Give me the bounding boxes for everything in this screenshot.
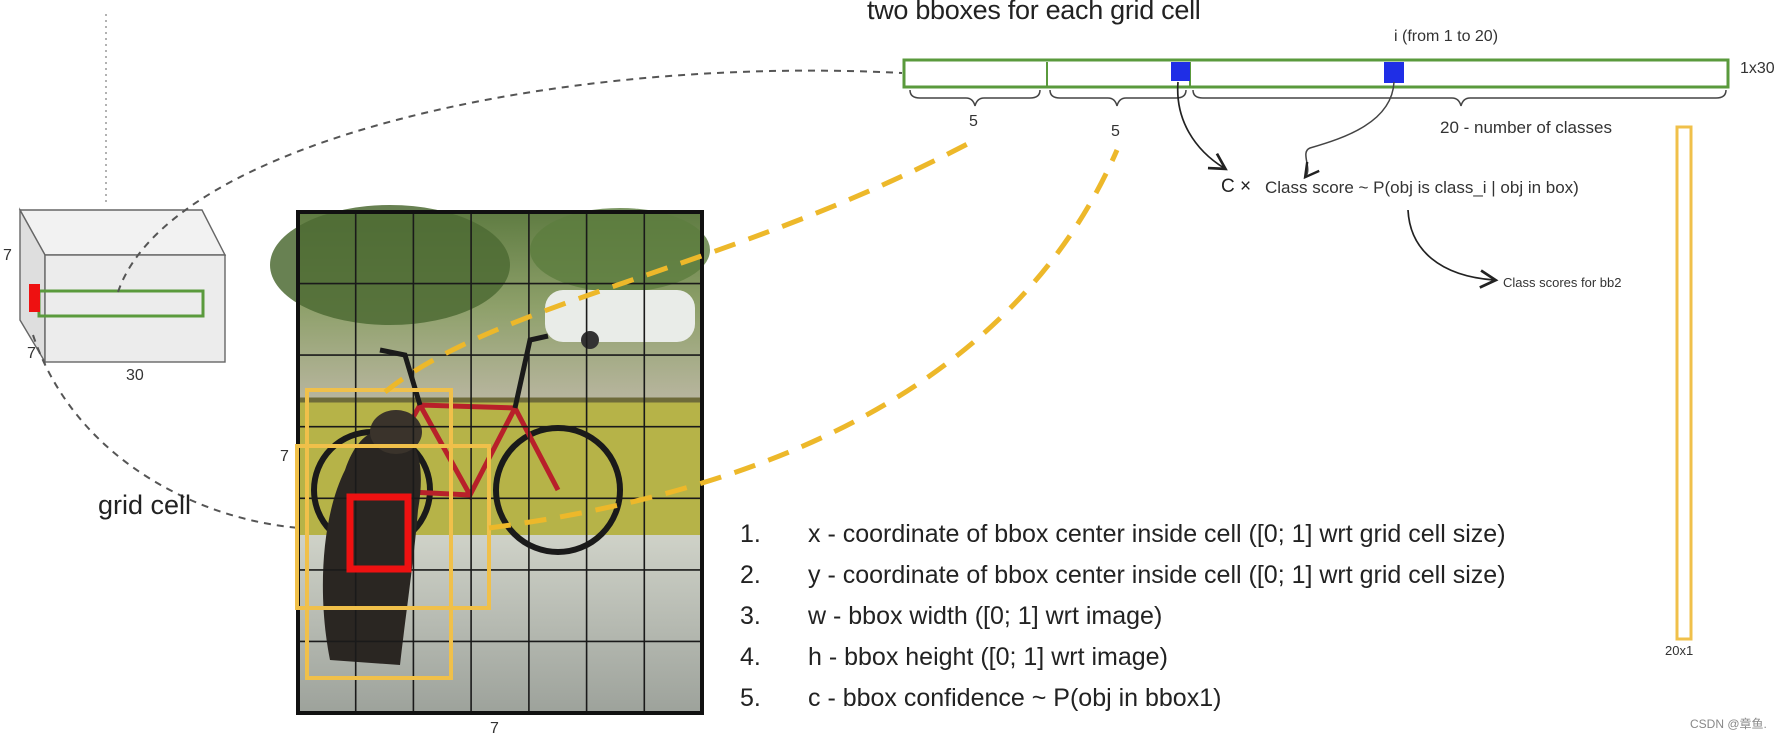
class-scores-arrow: [1407, 209, 1499, 289]
c-times-label: C ×: [1221, 176, 1252, 197]
list-text: h - bbox height ([0; 1] wrt image): [808, 643, 1168, 671]
brace-classes: [1192, 89, 1727, 107]
vector-bar: [902, 58, 1730, 89]
brace-bbox1: [909, 89, 1041, 107]
list-number: 5.: [740, 684, 761, 712]
two-bboxes-title: two bboxes for each grid cell: [867, 0, 1201, 25]
brace-5-bbox1-label: 5: [969, 113, 978, 130]
cube-red-cell: [29, 284, 40, 312]
image-tree-canopy: [270, 205, 510, 325]
cube-to-vector-dashed-curve: [117, 69, 903, 293]
bbox-param-c: 5. c - bbox confidence ~ P(obj in bbox1): [740, 678, 1506, 719]
list-number: 2.: [740, 561, 761, 589]
output-tensor-cube: [18, 207, 227, 365]
class-i-cell-highlight: [1384, 62, 1404, 83]
grid-width-label: 7: [490, 720, 499, 737]
bbox2-to-vector-dashed: [488, 149, 1120, 531]
list-text: x - coordinate of bbox center inside cel…: [808, 520, 1506, 548]
responsible-grid-cell: [346, 493, 412, 573]
list-number: 3.: [740, 602, 761, 630]
brace-5-bbox2-label: 5: [1111, 123, 1120, 140]
vector-size-label: 1x30: [1740, 60, 1775, 77]
list-text: w - bbox width ([0; 1] wrt image): [808, 602, 1163, 630]
image-tree-canopy-2: [530, 208, 710, 292]
i-range-label: i (from 1 to 20): [1394, 28, 1499, 45]
grid-height-label: 7: [280, 448, 289, 465]
grid-cell-label: grid cell: [98, 490, 192, 520]
cube-front-face: [44, 254, 226, 363]
cube-to-gridcell-dashed-curve: [32, 334, 301, 529]
confidence-arrow: [1176, 81, 1228, 171]
bbox-param-y: 2. y - coordinate of bbox center inside c…: [740, 555, 1506, 596]
class-i-arrow: [1303, 81, 1395, 180]
image-car-wheel: [581, 331, 599, 349]
column-vector-size-label: 20x1: [1665, 643, 1694, 658]
list-number: 4.: [740, 643, 761, 671]
class-scores-bb2-label: Class scores for bb2: [1503, 275, 1622, 290]
cube-depth-label: 7: [27, 345, 36, 362]
bbox-param-w: 3. w - bbox width ([0; 1] wrt image): [740, 596, 1506, 637]
bicycle-handlebar: [512, 333, 549, 409]
vector-1x30: [902, 58, 1730, 89]
cube-top-face: [18, 209, 227, 256]
cube-height-label: 7: [3, 247, 12, 264]
number-of-classes-label: 20 - number of classes: [1440, 118, 1612, 137]
list-number: 1.: [740, 520, 761, 548]
image-car: [545, 290, 695, 342]
class-score-formula: Class score ~ P(obj is class_i | obj in …: [1265, 178, 1579, 197]
brace-bbox2: [1049, 89, 1187, 107]
bbox-param-h: 4. h - bbox height ([0; 1] wrt image): [740, 637, 1506, 678]
bbox-param-x: 1. x - coordinate of bbox center inside c…: [740, 514, 1506, 555]
list-text: c - bbox confidence ~ P(obj in bbox1): [808, 684, 1222, 712]
list-text: y - coordinate of bbox center inside cel…: [808, 561, 1506, 589]
bicycle-front-wheel: [493, 425, 623, 555]
cube-width-label: 30: [126, 367, 144, 384]
column-vector-20x1: [1675, 125, 1693, 641]
confidence-cell-highlight: [1171, 62, 1190, 81]
input-image: [270, 205, 710, 713]
bbox-parameter-list: 1. x - coordinate of bbox center inside c…: [740, 514, 1506, 719]
bbox-1: [305, 388, 453, 680]
image-dog-head: [370, 410, 422, 454]
watermark: CSDN @章鱼.: [1690, 717, 1767, 731]
bbox1-to-vector-dashed: [383, 137, 977, 394]
